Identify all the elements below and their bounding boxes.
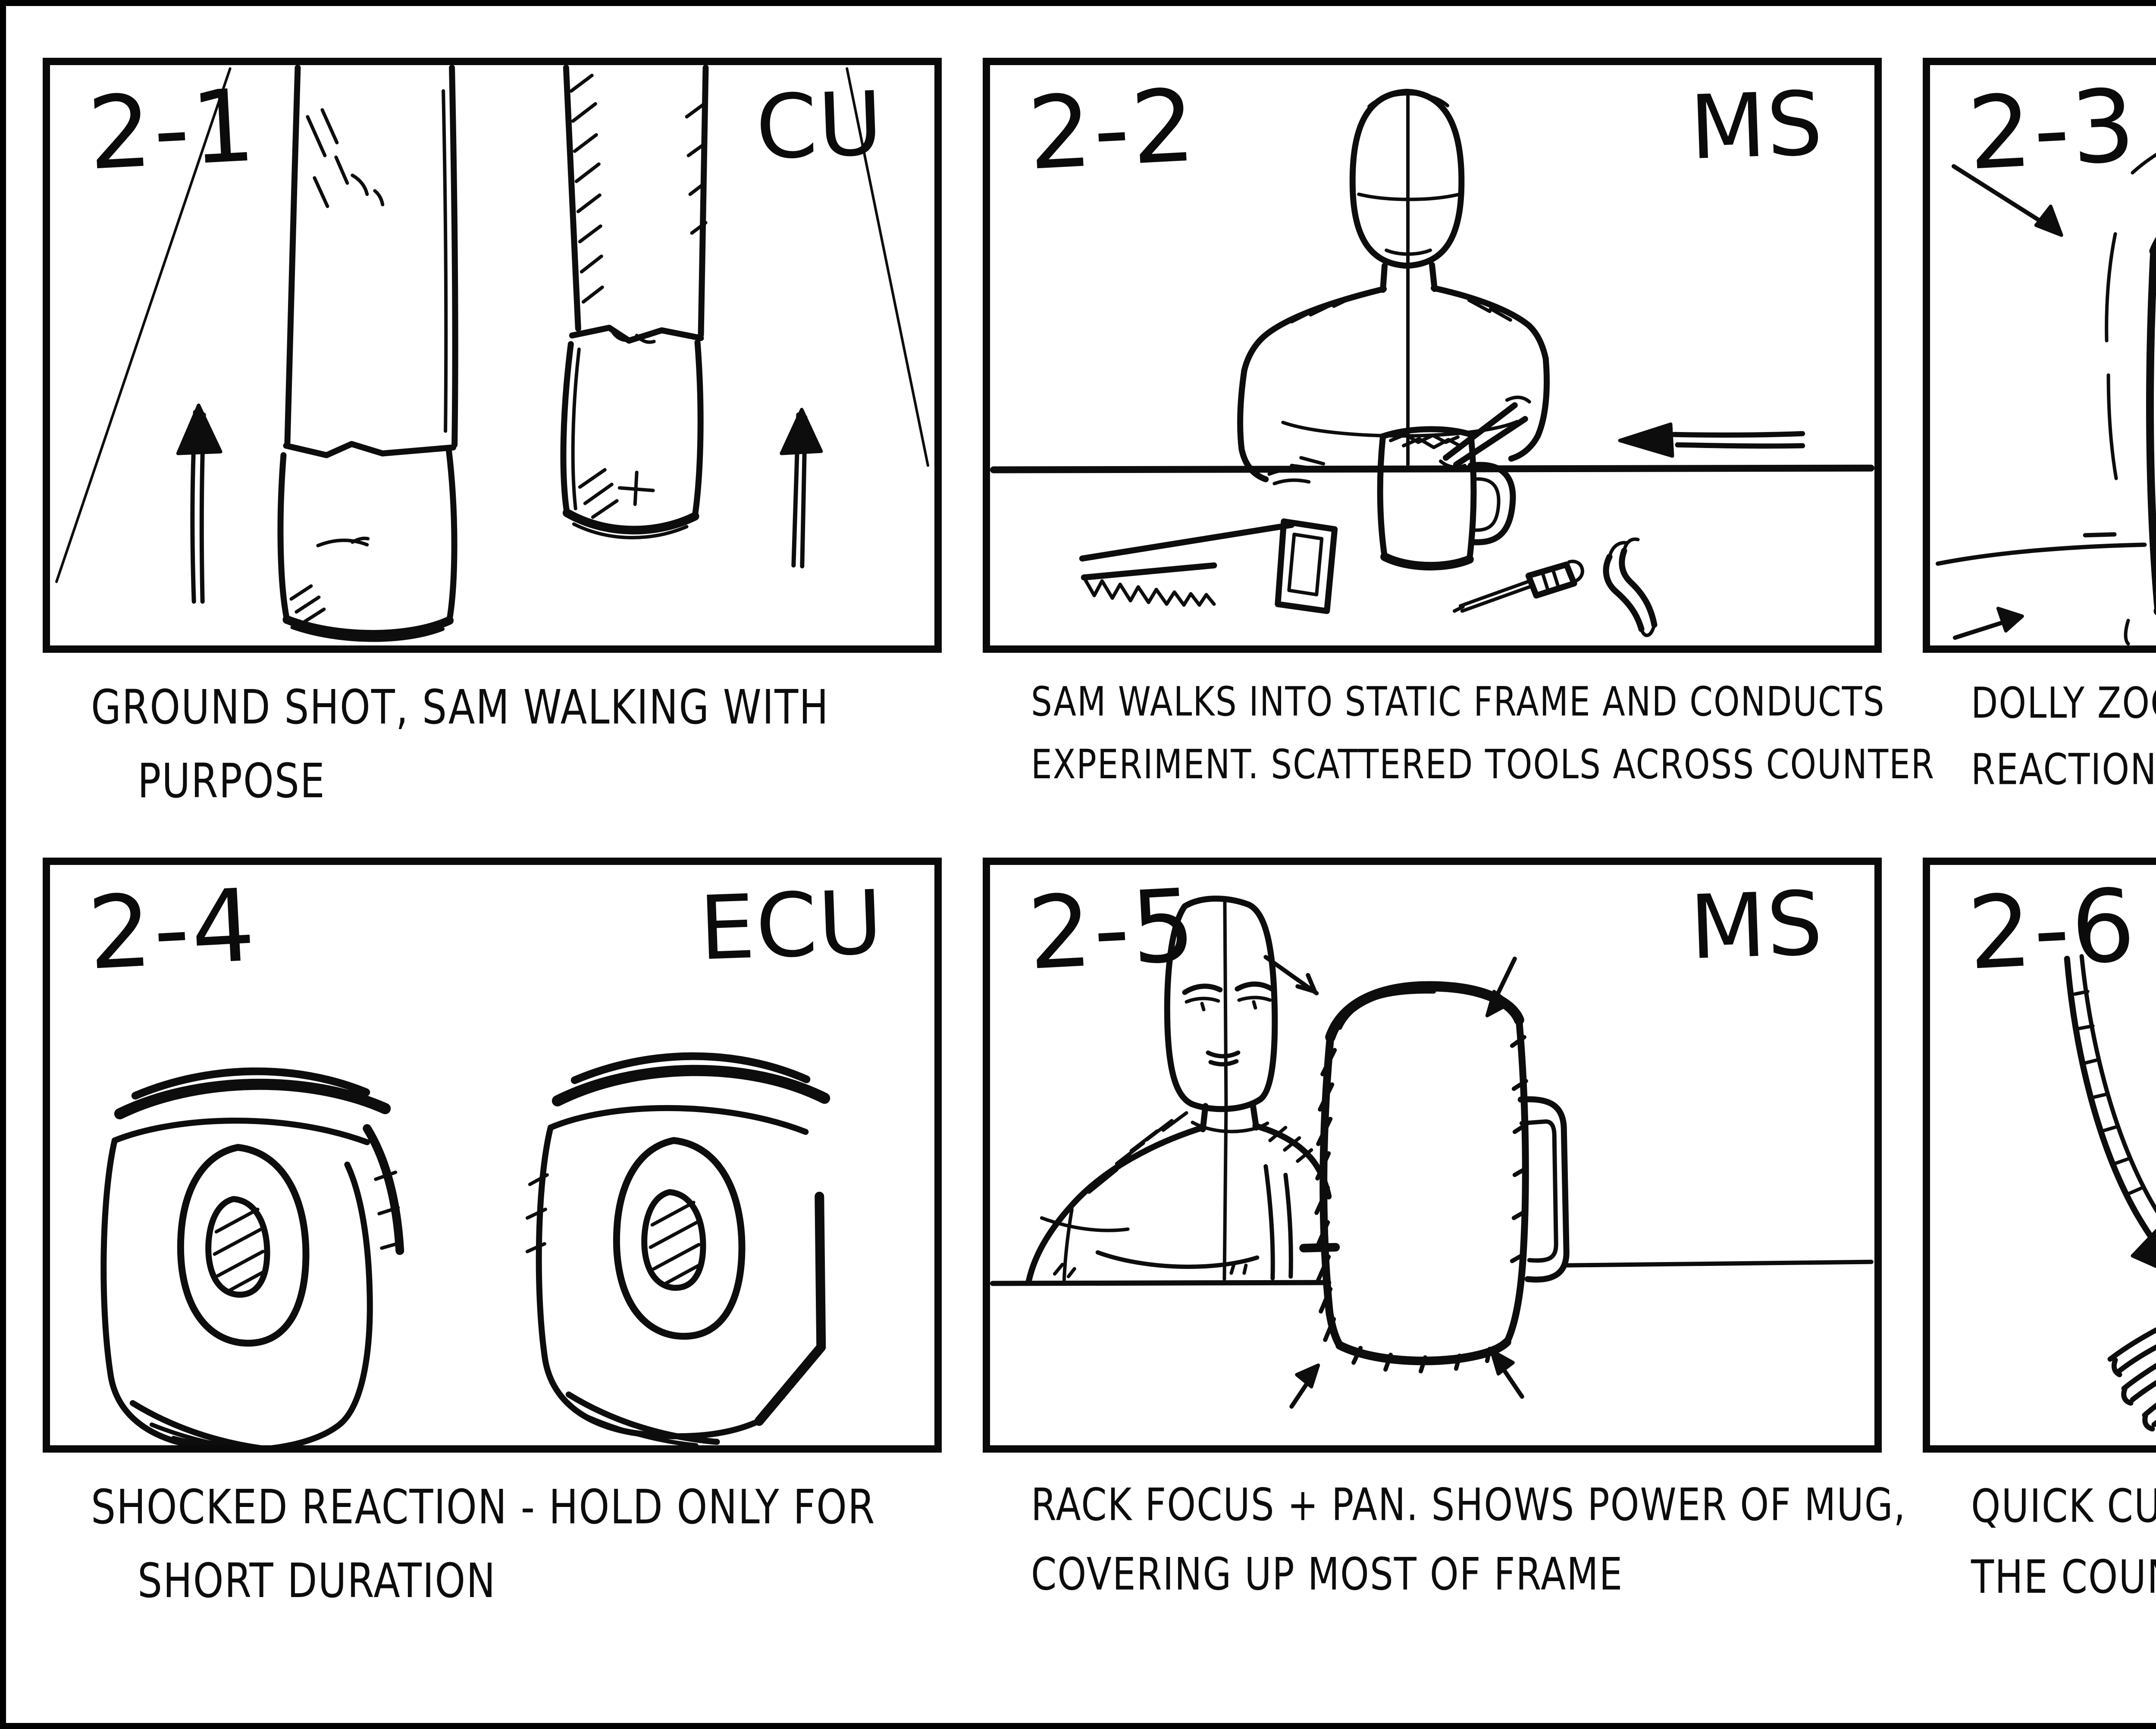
sam-figure [1237,88,1550,485]
walk-direction-arrow-left [176,403,222,604]
panel-caption: SAM WALKS INTO STATIC FRAME AND CONDUCTS… [983,671,1935,796]
caption-line: PURPOSE [138,753,326,809]
counter-line [1935,532,2147,566]
shot-type-label: MS [1688,872,1826,980]
panel-frame-2-3: 2-3 CU [1923,58,2156,653]
panel-number: 2-5 [1025,867,1200,993]
panel-frame-2-2: 2-2 MS [983,58,1882,653]
left-leg [277,65,458,642]
left-eye [100,1067,404,1445]
panel-caption: RACK FOCUS + PAN. SHOWS POWER OF MUG, CO… [983,1471,1906,1609]
screwdriver [1452,560,1584,613]
shot-type-label: MS [1688,72,1826,180]
caption-line: QUICK CUT - SAM KNOCKS THE MUG FROM [1971,1479,2156,1533]
panel-caption: QUICK CUT - SAM KNOCKS THE MUG FROM THE … [1923,1471,2156,1613]
sam-figure [1025,896,1332,1284]
walking-legs-sketch [55,65,930,642]
caption-line: DOLLY ZOOM ON MUG AS IT HAS A FOREBODING [1971,679,2156,728]
panel-number: 2-4 [85,867,260,993]
caption-line: EXPERIMENT. SCATTERED TOOLS ACROSS COUNT… [1031,741,1935,789]
label-strike-arrow [1951,164,2063,237]
panel-number: 2-6 [1965,867,2140,993]
caption-line: GROUND SHOT, SAM WALKING WITH [91,680,829,735]
panel-number: 2-3 [1965,67,2140,193]
caption-line: REACTION [1971,745,2156,795]
walk-in-arrow [1618,422,1805,458]
focus-arrow-bottom-left [1289,1363,1320,1409]
panel-group-2-2: 2-2 MS SAM WALKS INTO STATIC FRAME AND C… [983,58,1934,788]
right-leg [560,65,709,539]
panel-caption: DOLLY ZOOM ON MUG AS IT HAS A FOREBODING… [1923,671,2156,803]
caption-line: SAM WALKS INTO STATIC FRAME AND CONDUCTS [1031,679,1885,726]
panel-caption: SHOCKED REACTION - HOLD ONLY FOR SHORT D… [43,1471,942,1617]
focus-arrow-bottom-right [1489,1349,1524,1399]
panel-number: 2-2 [1025,67,1200,193]
shake-lines [2105,153,2156,645]
dolly-zoom-mug-sketch [1935,153,2156,645]
panel-caption: GROUND SHOT, SAM WALKING WITH PURPOSE [43,671,942,818]
panel-frame-2-5: 2-5 MS [983,858,1882,1453]
caption-line: SHORT DURATION [138,1553,496,1609]
panel-frame-2-4: 2-4 ECU [43,858,942,1453]
panel-group-2-1: 2-1 CU GROUND SHOT, SAM WALKING WITH PUR… [43,58,942,808]
knock-mug-sketch [2064,954,2156,1432]
mug [1377,426,1516,571]
right-eye [525,1052,830,1445]
mug [2146,237,2156,615]
shot-type-label: ECU [698,871,885,980]
wrench [1603,537,1658,637]
caption-line: SHOCKED REACTION - HOLD ONLY FOR [91,1479,876,1535]
swipe-arrow [2064,954,2156,1269]
panel-group-2-3: 2-3 CU DOLLY ZOOM ON MUG AS IT HAS A FOR… [1923,58,2156,794]
panel-frame-2-1: 2-1 CU [43,58,942,653]
shocked-eyes-sketch [100,1052,830,1445]
perspective-lines [55,67,930,583]
panel-number: 2-1 [85,67,260,193]
saw [1079,518,1338,614]
counter-line [990,464,1874,473]
panel-group-2-6: 2-6 MCU QUICK CUT - SAM KNOCKS THE MUG F… [1923,858,2156,1604]
zoom-arrow-bottom-left [1952,607,2024,640]
experiment-sketch [990,88,1874,637]
panel-frame-2-6: 2-6 MCU [1923,858,2156,1453]
rack-focus-mug-sketch [990,896,1874,1409]
caption-line: RACK FOCUS + PAN. SHOWS POWER OF MUG, [1031,1479,1906,1532]
mug-foreground [1314,981,1570,1374]
caption-line: COVERING UP MOST OF FRAME [1031,1548,1623,1601]
focus-arrow-top-right [1485,956,1517,1018]
shot-type-label: CU [754,72,886,180]
caption-line: THE COUNTER [1971,1550,2156,1604]
panel-group-2-5: 2-5 MS RACK FOCUS + PAN. SHOWS POWER OF … [983,858,1905,1601]
hand-fist [2107,1327,2156,1432]
panel-group-2-4: 2-4 ECU SHOCKED REACTION - HOLD ONLY FOR… [43,858,942,1608]
walk-direction-arrow-right [780,407,823,569]
counter-line [990,1243,1874,1286]
